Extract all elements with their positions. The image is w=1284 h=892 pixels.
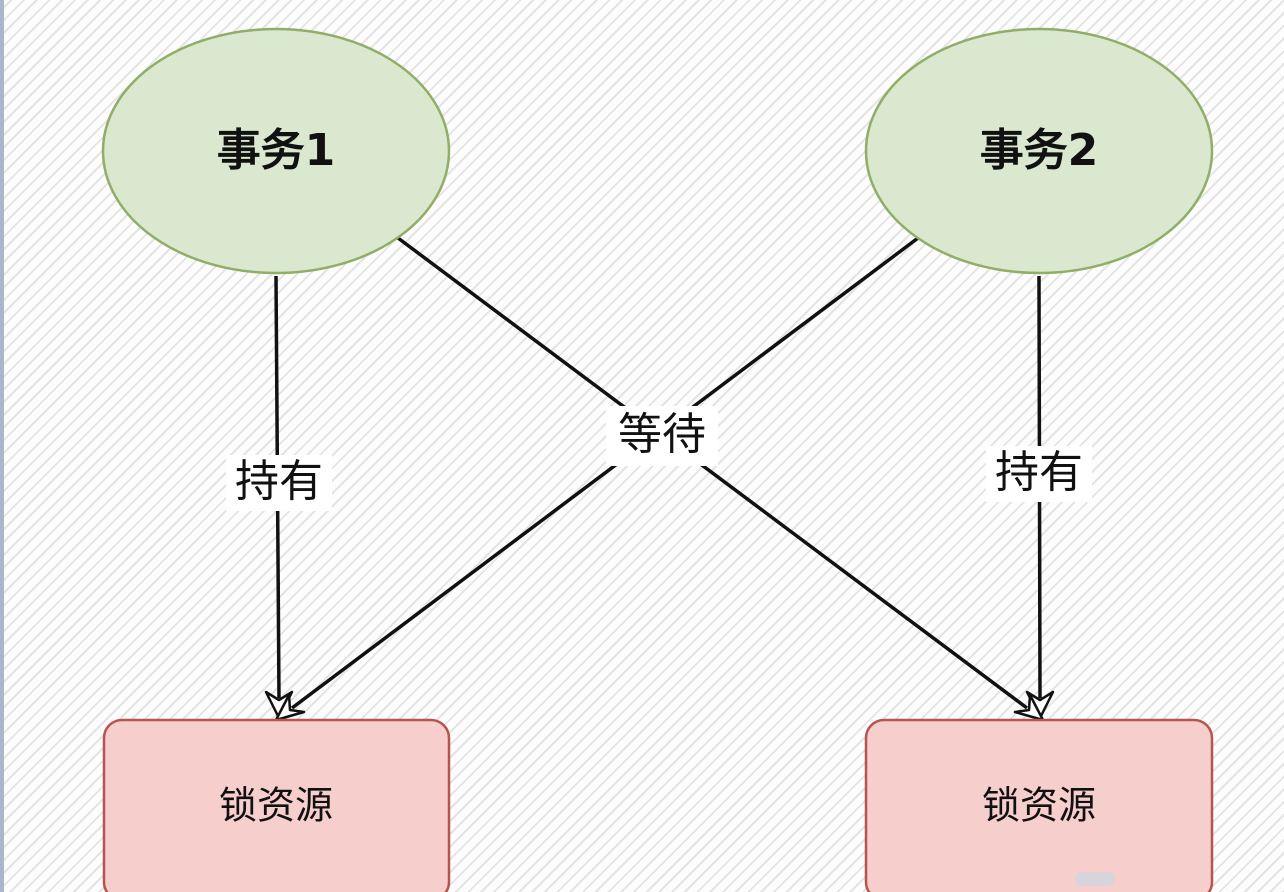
lock-resource-right-label: 锁资源 [982, 784, 1096, 828]
edge-label-hold-right: 持有 [995, 447, 1083, 498]
canvas-left-border [0, 0, 4, 892]
edge-label-hold-left-bg [226, 455, 332, 511]
edge-label-hold-right-bg [986, 446, 1092, 502]
edge-label-wait-bg [606, 406, 718, 466]
arrowhead-wait-right [1013, 693, 1045, 722]
edge-label-wait: 等待 [618, 409, 706, 460]
transaction-1-node [101, 27, 451, 275]
transaction-1-label: 事务1 [217, 125, 336, 176]
watermark-logo [1075, 872, 1115, 886]
lock-resource-left-label: 锁资源 [219, 784, 333, 828]
transaction-2-node [864, 27, 1214, 275]
arrowhead-wait-left [274, 693, 306, 722]
edge-wait-t2-to-left-resource [290, 236, 920, 710]
lock-resource-right-node [864, 718, 1214, 892]
edge-wait-t1-to-right-resource [396, 236, 1029, 710]
edge-label-hold-left: 持有 [235, 456, 323, 507]
transaction-2-label: 事务2 [980, 125, 1099, 176]
lock-resource-left-node [102, 718, 451, 892]
